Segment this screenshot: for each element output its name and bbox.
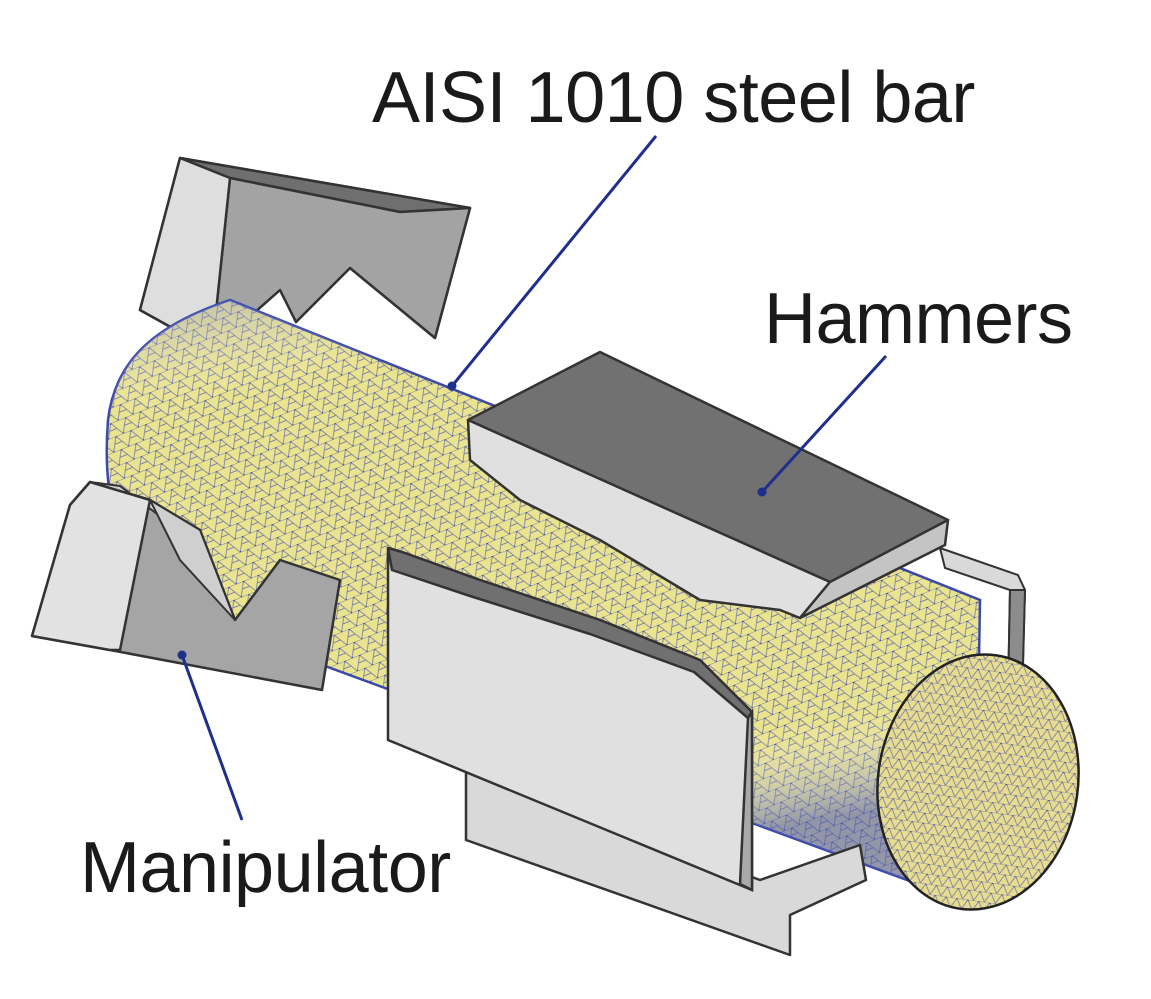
hammers-label: Hammers: [764, 279, 1073, 359]
hammers-leader-dot: [757, 487, 767, 497]
hammers-leader-line: [760, 354, 888, 494]
manipulator-leader-dot: [177, 650, 187, 660]
lower-manipulator-jaw: [30, 480, 342, 692]
manipulator-leader-line: [180, 654, 244, 821]
lower-hammer: [386, 546, 868, 957]
manipulator-label: Manipulator: [80, 828, 451, 908]
upper-hammer: [466, 350, 950, 620]
bar-leader-dot: [447, 381, 457, 391]
bar-leader-line: [450, 135, 658, 387]
steel-bar-label: AISI 1010 steel bar: [372, 58, 975, 138]
callout-leaders: [177, 135, 888, 821]
